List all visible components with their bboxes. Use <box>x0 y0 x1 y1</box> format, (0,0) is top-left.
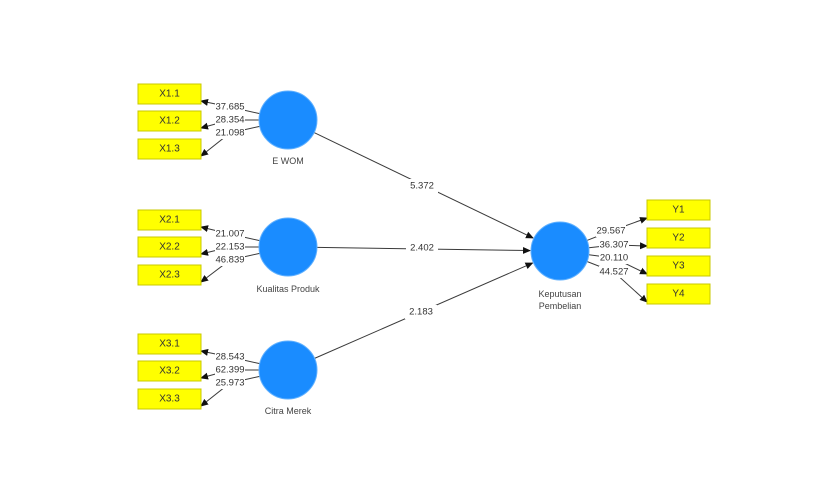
latent-circle[interactable] <box>258 90 318 150</box>
indicator-X1-1[interactable]: X1.1 <box>137 83 202 105</box>
loading-value-Y1: 29.567 <box>596 226 625 237</box>
indicator-box[interactable] <box>646 255 711 277</box>
path-coefficient-bg <box>406 241 438 255</box>
indicator-label: X1.1 <box>159 89 180 100</box>
loading-value-X2-3: 46.839 <box>215 255 244 266</box>
loading-label-bg <box>215 228 245 240</box>
indicator-Y1[interactable]: Y1 <box>646 199 711 221</box>
path-coefficient-bg <box>405 305 437 319</box>
indicator-box[interactable] <box>137 388 202 410</box>
indicator-box[interactable] <box>137 236 202 258</box>
indicator-box[interactable] <box>137 264 202 286</box>
loading-label-bg <box>596 225 626 237</box>
loading-value-X3-2: 62.399 <box>215 365 244 376</box>
indicator-X2-2[interactable]: X2.2 <box>137 236 202 258</box>
indicator-label: X3.1 <box>159 339 180 350</box>
loading-value-X2-2: 22.153 <box>215 242 244 253</box>
indicator-box[interactable] <box>137 333 202 355</box>
latent-circle[interactable] <box>530 221 590 281</box>
indicator-box[interactable] <box>137 138 202 160</box>
loading-value-X1-1: 37.685 <box>215 102 244 113</box>
indicator-box[interactable] <box>137 110 202 132</box>
indicator-X2-1[interactable]: X2.1 <box>137 209 202 231</box>
indicator-label: X3.2 <box>159 366 180 377</box>
indicator-X1-2[interactable]: X1.2 <box>137 110 202 132</box>
indicator-label: Y4 <box>672 289 685 300</box>
loading-label-bg <box>215 127 245 139</box>
indicator-label: X2.1 <box>159 215 180 226</box>
indicator-label: Y2 <box>672 233 685 244</box>
indicator-box[interactable] <box>137 360 202 382</box>
loading-label-bg <box>215 101 245 113</box>
edge-labels-layer: 5.372 2.402 2.183 37.685 28.354 21.098 21.007 2… <box>215 101 629 389</box>
indicator-label: Y3 <box>672 261 685 272</box>
indicator-X2-3[interactable]: X2.3 <box>137 264 202 286</box>
indicator-X1-3[interactable]: X1.3 <box>137 138 202 160</box>
indicator-label: Y1 <box>672 205 685 216</box>
indicator-label: X1.2 <box>159 116 180 127</box>
indicator-X3-2[interactable]: X3.2 <box>137 360 202 382</box>
loading-label-bg <box>599 239 629 251</box>
loading-label-bg <box>599 266 629 278</box>
loading-value-X1-3: 21.098 <box>215 128 244 139</box>
latent-variable-kualitas[interactable]: Kualitas Produk <box>256 217 320 294</box>
path-coefficient-bg <box>406 179 438 193</box>
latent-label: E WOM <box>272 156 304 166</box>
loading-label-bg <box>215 364 245 376</box>
indicator-X3-3[interactable]: X3.3 <box>137 388 202 410</box>
path-coefficient-label: 2.402 <box>410 243 434 254</box>
nodes-layer: X1.1X1.2X1.3X2.1X2.2X2.3X3.1X3.2X3.3 Y1Y2… <box>137 83 711 416</box>
loading-value-X2-1: 21.007 <box>215 229 244 240</box>
loading-value-Y4: 44.527 <box>599 267 628 278</box>
indicator-Y3[interactable]: Y3 <box>646 255 711 277</box>
loading-label-bg <box>215 114 245 126</box>
indicator-box[interactable] <box>137 83 202 105</box>
loading-label-bg <box>215 254 245 266</box>
loading-value-X1-2: 28.354 <box>215 115 244 126</box>
path-coefficient-label: 2.183 <box>409 307 433 318</box>
indicator-box[interactable] <box>137 209 202 231</box>
loading-value-Y3: 20.110 <box>600 253 628 264</box>
indicator-Y2[interactable]: Y2 <box>646 227 711 249</box>
latent-label: Pembelian <box>539 301 582 311</box>
loading-value-X3-3: 25.973 <box>215 378 244 389</box>
indicator-box[interactable] <box>646 227 711 249</box>
loading-label-bg <box>215 241 245 253</box>
indicator-box[interactable] <box>646 199 711 221</box>
loading-value-X3-1: 28.543 <box>215 352 244 363</box>
latent-label: Keputusan <box>538 289 581 299</box>
indicator-box[interactable] <box>646 283 711 305</box>
loading-label-bg <box>215 351 245 363</box>
indicator-X3-1[interactable]: X3.1 <box>137 333 202 355</box>
indicator-label: X1.3 <box>159 144 180 155</box>
latent-variable-citra[interactable]: Citra Merek <box>258 340 318 416</box>
latent-label: Citra Merek <box>265 406 312 416</box>
loading-value-Y2: 36.307 <box>599 240 628 251</box>
loading-label-bg <box>215 377 245 389</box>
indicator-label: X2.3 <box>159 270 180 281</box>
indicator-label: X3.3 <box>159 394 180 405</box>
loading-label-bg <box>599 252 629 264</box>
latent-circle[interactable] <box>258 340 318 400</box>
latent-circle[interactable] <box>258 217 318 277</box>
indicator-Y4[interactable]: Y4 <box>646 283 711 305</box>
latent-label: Kualitas Produk <box>256 284 320 294</box>
path-coefficient-label: 5.372 <box>410 181 434 192</box>
latent-variable-ewom[interactable]: E WOM <box>258 90 318 166</box>
indicator-label: X2.2 <box>159 242 180 253</box>
